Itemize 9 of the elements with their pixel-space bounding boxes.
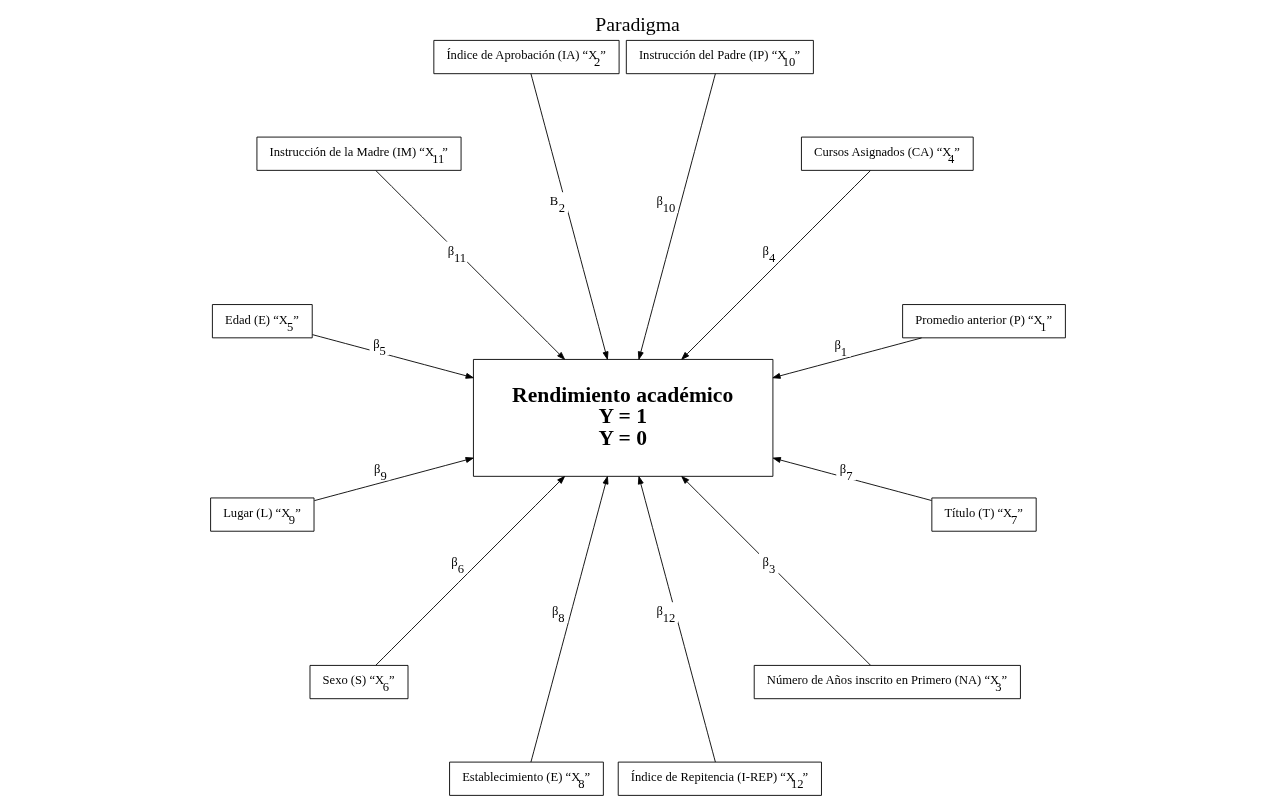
arrow: [375, 170, 565, 360]
arrow: [530, 476, 609, 763]
arrow: [637, 73, 716, 360]
arrow: [681, 476, 871, 666]
diagram-title: Paradigma: [595, 13, 680, 36]
node-box: Rendimiento académico Y = 1 Y = 0: [472, 359, 774, 477]
arrow: [530, 73, 609, 360]
arrow: [375, 476, 565, 666]
arrow: [637, 476, 716, 763]
